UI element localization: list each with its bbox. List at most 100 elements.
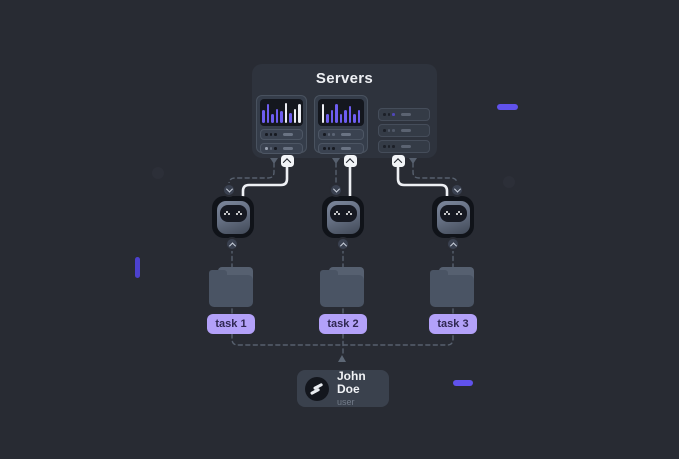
chevron-up-icon bbox=[282, 158, 292, 167]
status-dot bbox=[392, 113, 395, 116]
chart-bar bbox=[330, 110, 334, 123]
uplink-line bbox=[241, 164, 289, 200]
status-dot bbox=[269, 133, 272, 136]
status-dot bbox=[269, 147, 272, 150]
chevron-up-icon bbox=[345, 158, 355, 167]
row-dash bbox=[340, 133, 351, 136]
robot-head bbox=[216, 200, 250, 234]
robot-head bbox=[326, 200, 360, 234]
robot-eye bbox=[235, 210, 243, 216]
uplink-port bbox=[391, 155, 405, 167]
user-avatar bbox=[305, 376, 329, 401]
arrow-down-plug bbox=[270, 158, 278, 164]
server-2-card bbox=[314, 95, 368, 154]
arrow-up-badge bbox=[336, 237, 350, 251]
status-dot bbox=[387, 129, 390, 132]
chevron-up-icon bbox=[228, 241, 236, 249]
agent-1-robot bbox=[212, 196, 254, 238]
server-row bbox=[378, 124, 430, 137]
decor-bar-vertical bbox=[135, 257, 140, 278]
task-pill: task 2 bbox=[319, 314, 367, 334]
server-1-card bbox=[256, 95, 307, 154]
robot-face bbox=[439, 204, 467, 222]
robot-eye bbox=[333, 210, 341, 216]
chevron-up-icon bbox=[449, 241, 457, 249]
server-activity-chart bbox=[260, 99, 303, 126]
server-3-card bbox=[377, 107, 431, 157]
task-folder-icon bbox=[430, 267, 476, 308]
decor-bar-horizontal-top bbox=[497, 104, 518, 110]
status-dot bbox=[387, 113, 390, 116]
chart-bar bbox=[348, 106, 352, 123]
chart-bar bbox=[266, 104, 270, 123]
status-dot bbox=[323, 147, 326, 150]
arrow-down-badge bbox=[222, 183, 236, 197]
status-dot bbox=[383, 145, 386, 148]
ambient-dot bbox=[503, 176, 515, 188]
row-dash bbox=[340, 147, 351, 150]
arrow-up-badge bbox=[225, 237, 239, 251]
robot-eye bbox=[443, 210, 451, 216]
status-dot bbox=[332, 133, 335, 136]
uplink-line bbox=[396, 164, 449, 200]
status-dot bbox=[383, 113, 386, 116]
chevron-up-icon bbox=[339, 241, 347, 249]
agent-2-robot bbox=[322, 196, 364, 238]
status-dot bbox=[392, 129, 395, 132]
chart-bar bbox=[284, 103, 288, 123]
row-dash bbox=[282, 147, 293, 150]
arrow-up-badge bbox=[446, 237, 460, 251]
server-row bbox=[260, 143, 303, 154]
status-dot bbox=[392, 145, 395, 148]
robot-eye bbox=[345, 210, 353, 216]
arrow-up-icon bbox=[338, 355, 346, 362]
server-row bbox=[318, 129, 364, 140]
chevron-down-icon bbox=[453, 185, 461, 193]
status-dot bbox=[332, 147, 335, 150]
chart-bar bbox=[280, 111, 283, 123]
chart-bar bbox=[271, 114, 274, 123]
row-dash bbox=[400, 113, 411, 116]
chevron-down-icon bbox=[225, 185, 233, 193]
panel-title: Servers bbox=[315, 70, 374, 87]
task-pill: task 3 bbox=[429, 314, 477, 334]
chart-bar bbox=[275, 109, 279, 123]
chart-bar bbox=[353, 114, 356, 123]
status-dot bbox=[327, 147, 330, 150]
downlink-line bbox=[412, 162, 458, 188]
robot-eye bbox=[223, 210, 231, 216]
task-bus-line bbox=[231, 333, 454, 346]
uplink-port bbox=[343, 155, 357, 167]
chart-bar bbox=[335, 104, 338, 123]
task-folder-icon bbox=[320, 267, 366, 308]
server-activity-chart bbox=[318, 99, 364, 126]
chart-bar bbox=[298, 104, 301, 123]
row-dash bbox=[400, 145, 411, 148]
chart-bar bbox=[339, 114, 343, 123]
server-row bbox=[378, 108, 430, 121]
status-dot bbox=[274, 133, 277, 136]
robot-eye bbox=[455, 210, 463, 216]
chevron-down-icon bbox=[332, 185, 340, 193]
chart-bar bbox=[326, 114, 329, 123]
user-card: John Doe user bbox=[297, 369, 389, 408]
status-dot bbox=[274, 147, 277, 150]
chart-bar bbox=[262, 110, 265, 123]
arrow-down-plug bbox=[332, 158, 340, 164]
agent-3-robot bbox=[432, 196, 474, 238]
decor-bar-horizontal-bottom bbox=[453, 380, 473, 386]
ambient-dot bbox=[152, 167, 164, 179]
status-dot bbox=[323, 133, 326, 136]
status-dot bbox=[383, 129, 386, 132]
status-dot bbox=[327, 133, 330, 136]
server-row bbox=[260, 129, 303, 140]
row-dash bbox=[282, 133, 293, 136]
user-role: user bbox=[337, 397, 355, 408]
chart-bar bbox=[357, 110, 361, 123]
uplink-port bbox=[280, 155, 294, 167]
servers-panel: Servers bbox=[252, 64, 437, 158]
robot-face bbox=[329, 204, 357, 222]
chart-bar bbox=[344, 110, 347, 123]
status-dot bbox=[265, 147, 268, 150]
